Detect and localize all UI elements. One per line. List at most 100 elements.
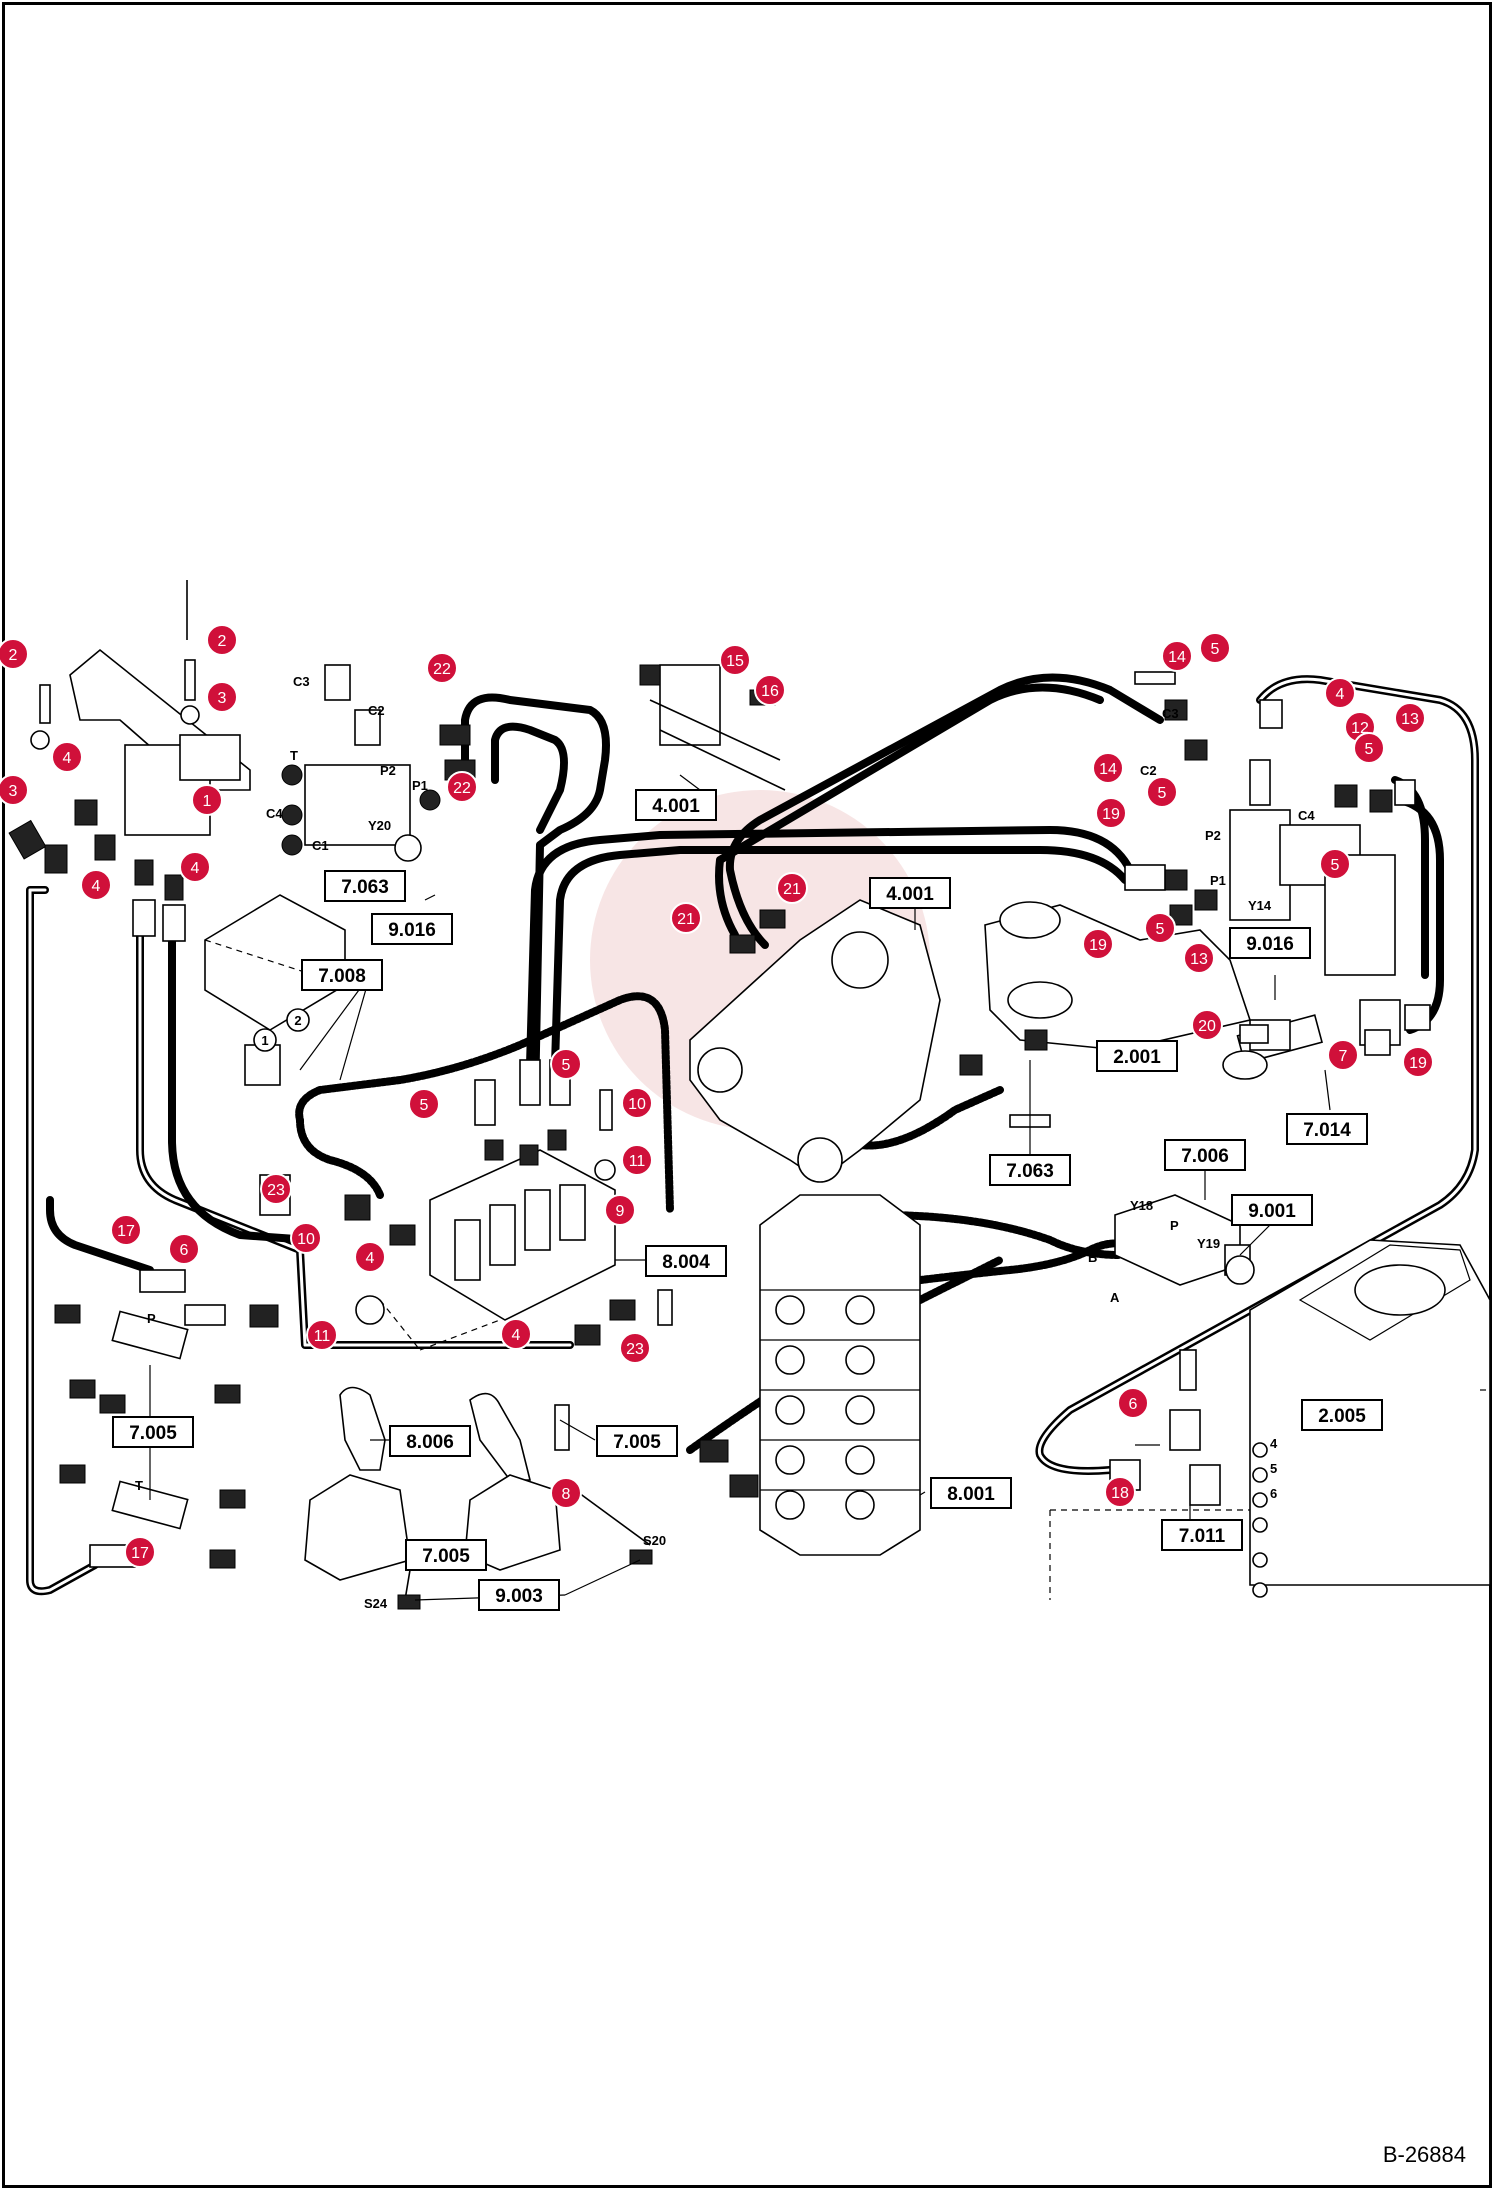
- svg-text:A: A: [1110, 1290, 1120, 1305]
- svg-text:21: 21: [783, 881, 801, 898]
- svg-text:B: B: [1088, 1250, 1097, 1265]
- callout-19: 19: [1402, 1046, 1434, 1078]
- callout-5: 5: [1144, 912, 1176, 944]
- callout-3: 3: [0, 774, 29, 806]
- callout-23: 23: [619, 1332, 651, 1364]
- callout-13: 13: [1394, 702, 1426, 734]
- svg-text:23: 23: [626, 1341, 644, 1358]
- svg-text:8.001: 8.001: [947, 1484, 995, 1505]
- ref-2005: 2.005: [1301, 1399, 1383, 1431]
- svg-text:19: 19: [1409, 1055, 1427, 1072]
- svg-text:7: 7: [1339, 1048, 1348, 1065]
- callout-22: 22: [446, 771, 478, 803]
- svg-text:5: 5: [1270, 1461, 1277, 1476]
- callout-11: 11: [621, 1144, 653, 1176]
- document-number: B-26884: [1382, 2142, 1466, 2167]
- svg-text:C2: C2: [1140, 763, 1157, 778]
- svg-text:P1: P1: [1210, 873, 1226, 888]
- callout-13: 13: [1183, 942, 1215, 974]
- callout-19: 19: [1095, 797, 1127, 829]
- svg-text:20: 20: [1198, 1018, 1216, 1035]
- svg-text:5: 5: [1156, 921, 1165, 938]
- svg-text:17: 17: [117, 1223, 135, 1240]
- svg-text:4: 4: [63, 750, 72, 767]
- callout-5: 5: [1353, 732, 1385, 764]
- svg-text:14: 14: [1168, 649, 1186, 666]
- svg-text:7.005: 7.005: [129, 1423, 177, 1444]
- svg-text:10: 10: [628, 1096, 646, 1113]
- svg-text:2: 2: [9, 647, 18, 664]
- ref-7008: 7.008: [301, 959, 383, 991]
- callout-8: 8: [550, 1477, 582, 1509]
- svg-text:17: 17: [131, 1545, 149, 1562]
- callout-2: 2: [0, 638, 29, 670]
- callout-15: 15: [719, 644, 751, 676]
- ref-4001-bracket: 4.001: [869, 877, 951, 909]
- svg-text:7.063: 7.063: [341, 877, 389, 898]
- svg-text:7.008: 7.008: [318, 966, 366, 987]
- svg-text:5: 5: [1331, 857, 1340, 874]
- svg-text:C4: C4: [1298, 808, 1315, 823]
- callout-5: 5: [1146, 776, 1178, 808]
- svg-text:P: P: [1170, 1218, 1179, 1233]
- svg-text:9: 9: [616, 1203, 625, 1220]
- svg-text:6: 6: [1270, 1486, 1277, 1501]
- svg-text:5: 5: [1158, 785, 1167, 802]
- svg-text:C4: C4: [266, 806, 283, 821]
- svg-text:3: 3: [218, 690, 227, 707]
- callout-20: 20: [1191, 1009, 1223, 1041]
- svg-text:9.016: 9.016: [1246, 934, 1294, 955]
- callout-22: 22: [426, 652, 458, 684]
- ref-9016-right: 9.016: [1229, 927, 1311, 959]
- svg-text:4: 4: [92, 878, 101, 895]
- svg-text:7.011: 7.011: [1179, 1526, 1226, 1547]
- port-labels: C3 C2 P2 P1 T C4 C1 Y20 C3 C2 P2 P1 C4 Y…: [135, 674, 1315, 1611]
- callout-5: 5: [408, 1088, 440, 1120]
- callout-17: 17: [110, 1214, 142, 1246]
- callout-18: 18: [1104, 1476, 1136, 1508]
- svg-text:Y19: Y19: [1197, 1236, 1220, 1251]
- svg-text:5: 5: [1365, 741, 1374, 758]
- callout-4: 4: [51, 741, 83, 773]
- svg-text:C3: C3: [1162, 706, 1179, 721]
- ref-2001: 2.001: [1096, 1040, 1178, 1072]
- svg-text:4.001: 4.001: [652, 796, 700, 817]
- svg-text:9.016: 9.016: [388, 920, 436, 941]
- svg-text:2: 2: [218, 633, 227, 650]
- callout-4: 4: [179, 851, 211, 883]
- svg-text:4: 4: [366, 1250, 375, 1267]
- ref-8006: 8.006: [389, 1425, 471, 1457]
- svg-text:P1: P1: [412, 778, 428, 793]
- svg-text:4: 4: [1336, 686, 1345, 703]
- callout-4: 4: [1324, 677, 1356, 709]
- svg-text:6: 6: [1129, 1396, 1138, 1413]
- svg-text:Y14: Y14: [1248, 898, 1272, 913]
- svg-text:19: 19: [1102, 806, 1120, 823]
- callout-5: 5: [1319, 848, 1351, 880]
- svg-text:13: 13: [1190, 951, 1208, 968]
- svg-text:4: 4: [1270, 1436, 1278, 1451]
- callout-14: 14: [1092, 752, 1124, 784]
- svg-text:7.005: 7.005: [613, 1432, 661, 1453]
- callout-11: 11: [306, 1319, 338, 1351]
- svg-text:7.014: 7.014: [1303, 1120, 1351, 1141]
- svg-text:19: 19: [1089, 937, 1107, 954]
- svg-text:4.001: 4.001: [886, 884, 934, 905]
- callout-9: 9: [604, 1194, 636, 1226]
- ref-9003: 9.003: [478, 1579, 560, 1611]
- callouts: 2 2 3 4 3 1 4 4 22 22 15 16 21 21 14 5 4…: [0, 624, 1434, 1568]
- svg-text:13: 13: [1401, 711, 1419, 728]
- callout-4: 4: [500, 1318, 532, 1350]
- ref-7006: 7.006: [1164, 1139, 1246, 1171]
- svg-text:P2: P2: [380, 763, 396, 778]
- reference-labels: 4.001 4.001 7.063 9.016 7.008 9.016 2.00…: [112, 789, 1383, 1611]
- svg-text:14: 14: [1099, 761, 1117, 778]
- svg-text:8.006: 8.006: [406, 1432, 454, 1453]
- svg-text:5: 5: [1211, 641, 1220, 658]
- ref-7005-manifold: 7.005: [112, 1416, 194, 1448]
- callout-4: 4: [80, 869, 112, 901]
- callout-17: 17: [124, 1536, 156, 1568]
- svg-text:T: T: [135, 1478, 143, 1493]
- svg-text:9.001: 9.001: [1248, 1201, 1296, 1222]
